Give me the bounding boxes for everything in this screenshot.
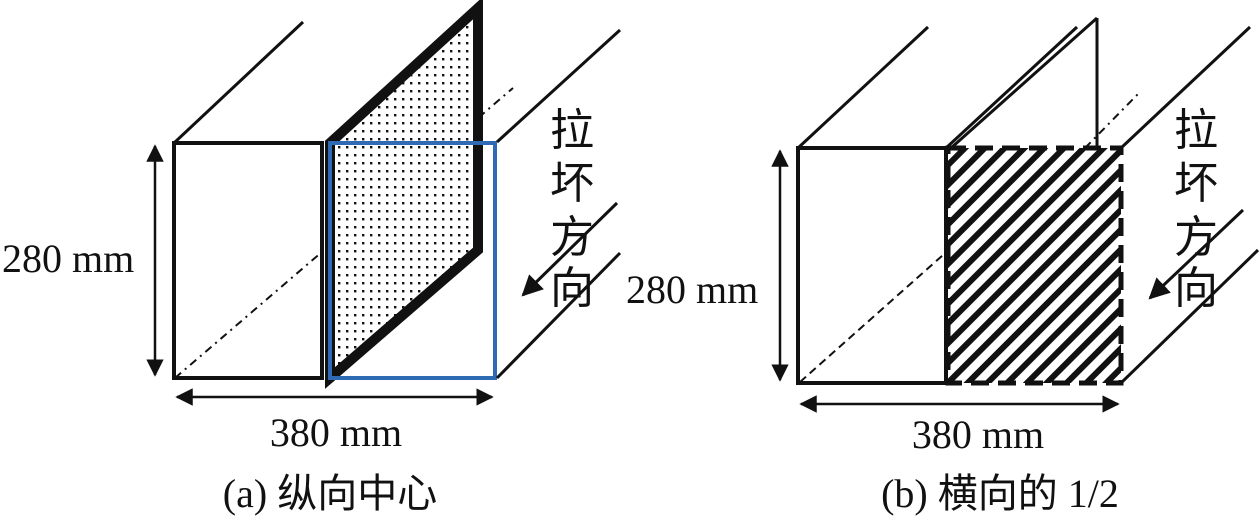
direction-char: 坏: [550, 159, 594, 208]
pull-direction-arrow: [1148, 208, 1245, 300]
block-edge: [1119, 25, 1252, 150]
longitudinal-center-plane: [325, 0, 483, 389]
highlighted-section: [328, 141, 497, 380]
direction-char: 拉: [550, 106, 594, 155]
block-edge: [495, 28, 622, 144]
direction-char: 坏: [1174, 159, 1218, 208]
caption-b: (b) 横向的 1/2: [881, 471, 1119, 516]
caption-a: (a) 纵向中心: [223, 471, 437, 516]
direction-char: 向: [550, 264, 594, 313]
block-front-face: [796, 146, 948, 385]
block-edge: [495, 251, 622, 380]
centerline: [1084, 93, 1139, 149]
block-front-face: [172, 141, 324, 380]
height-label: 280 mm: [626, 267, 758, 312]
width-label: 380 mm: [270, 410, 402, 455]
height-label: 280 mm: [2, 236, 134, 281]
panel-a: 280 mm 380 mm 拉 坏 方 向 (a) 纵向中心: [2, 0, 622, 516]
block-top-edge: [172, 20, 305, 145]
centerline: [799, 254, 944, 383]
direction-char: 向: [1174, 264, 1218, 313]
transverse-half-section: [945, 145, 1124, 386]
direction-char: 拉: [1174, 106, 1218, 155]
width-label: 380 mm: [912, 412, 1044, 457]
direction-char: 方: [1174, 213, 1218, 262]
direction-char: 方: [550, 213, 594, 262]
block-edge: [1119, 248, 1260, 385]
panel-b: 280 mm 380 mm 拉 坏 方 向 (b) 横向的 1/2: [626, 16, 1260, 516]
plate-edge: [950, 16, 1098, 150]
pull-direction-arrow: [521, 201, 619, 297]
block-top-edge: [796, 25, 930, 150]
plate-edge: [944, 25, 1079, 150]
